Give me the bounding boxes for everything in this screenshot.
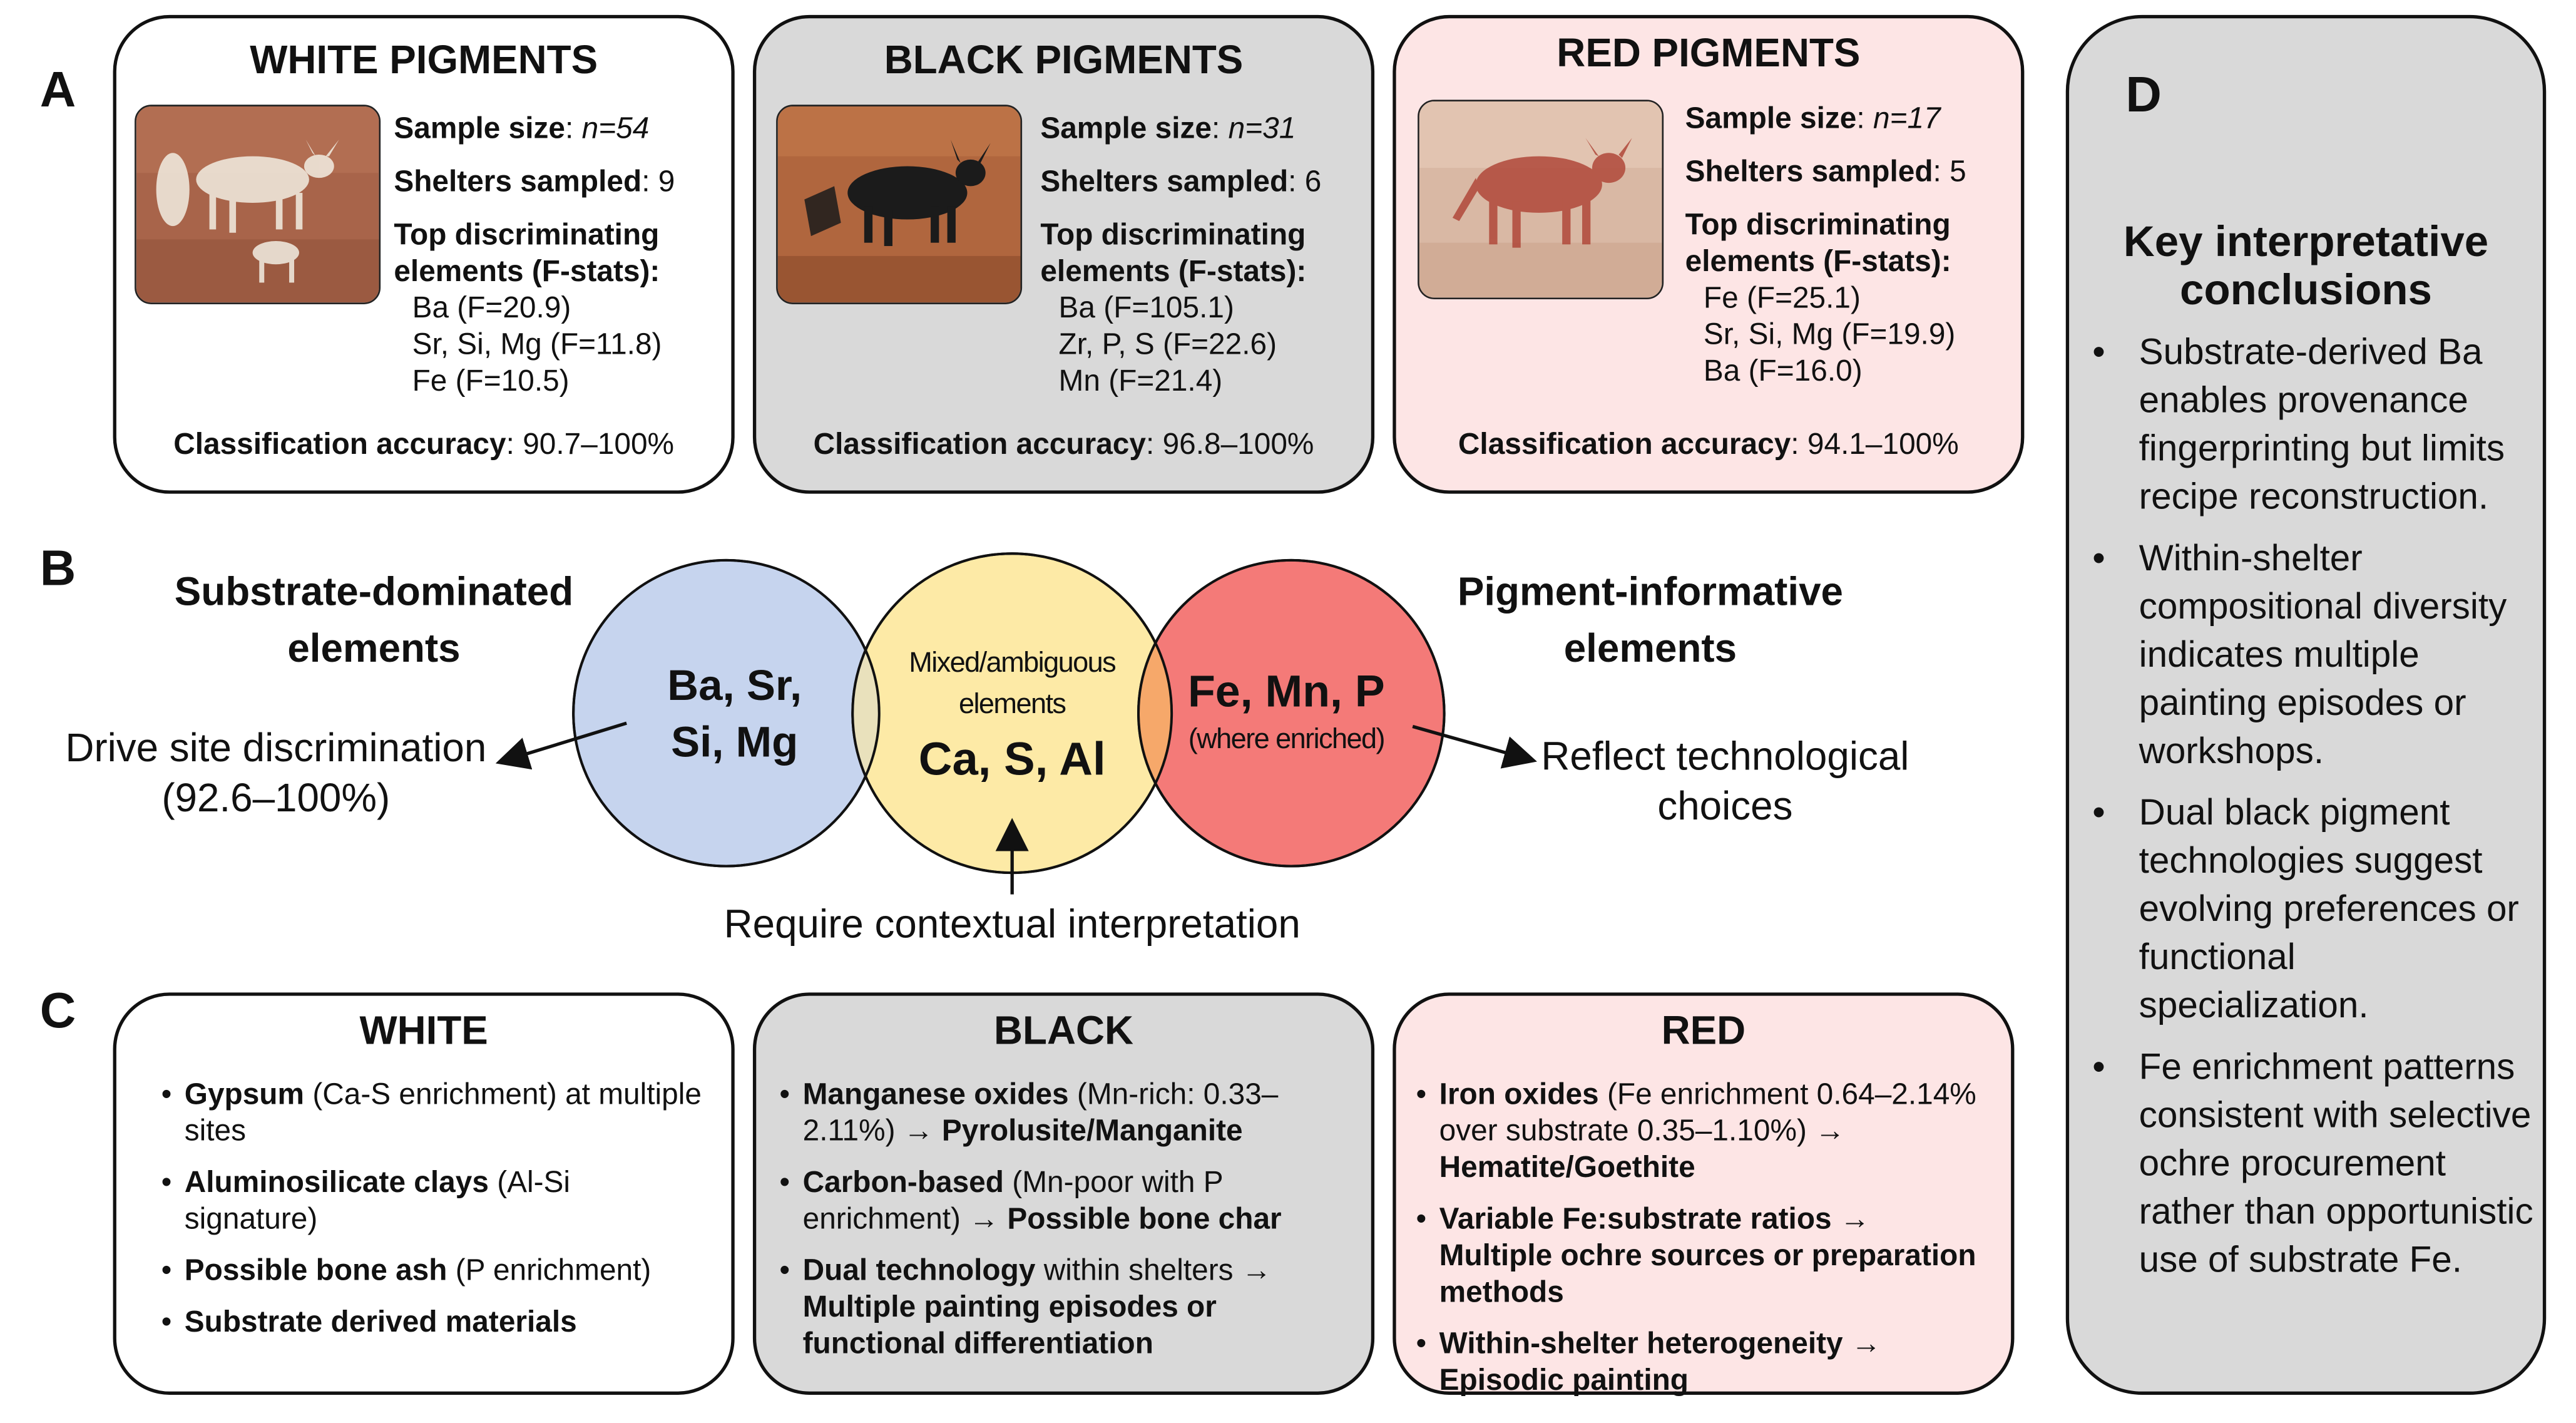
- list-item: Within-shelter compositional diversity i…: [2069, 533, 2535, 774]
- element-stat: Mn (F=21.4): [1058, 364, 1223, 398]
- element-stat: Ba (F=20.9): [412, 290, 571, 324]
- card-title: WHITE PIGMENTS: [250, 38, 598, 83]
- list-item: Dual technology within shelters → Multip…: [779, 1252, 1327, 1362]
- red-pigments-card: RED PIGMENTS Sample size: n=17 Shelters …: [1393, 14, 2025, 494]
- red-pigment-stats: Sample size: n=17 Shelters sampled: 5 To…: [1685, 100, 1966, 389]
- arrow-right: [1412, 724, 1537, 769]
- substrate-dominated-heading: Substrate-dominated elements: [174, 570, 574, 672]
- shelters-label: Shelters sampled: [394, 164, 642, 198]
- mixed-elements: Ca, S, Al: [918, 733, 1106, 785]
- list-item: Fe enrichment patterns consistent with s…: [2069, 1042, 2535, 1283]
- red-materials-card: RED Iron oxides (Fe enrichment 0.64–2.14…: [1393, 992, 2015, 1397]
- white-materials-card: WHITE Gypsum (Ca-S enrichment) at multip…: [113, 992, 735, 1395]
- panel-label-b: B: [39, 542, 76, 597]
- list-item: Variable Fe:substrate ratios → Multiple …: [1416, 1200, 1981, 1310]
- sample-size-value: n=54: [581, 111, 650, 145]
- conclusions-title: Key interpretative conclusions: [2123, 216, 2489, 314]
- element-stat: Sr, Si, Mg (F=11.8): [412, 327, 662, 361]
- black-materials-list: Manganese oxides (Mn-rich: 0.33–2.11%) →…: [779, 1076, 1327, 1377]
- list-item: Manganese oxides (Mn-rich: 0.33–2.11%) →…: [779, 1076, 1327, 1149]
- white-cattle-rock-art-image: [135, 105, 381, 304]
- list-item: Iron oxides (Fe enrichment 0.64–2.14% ov…: [1416, 1076, 1981, 1185]
- card-title: WHITE: [359, 1009, 488, 1054]
- list-item: Dual black pigment technologies suggest …: [2069, 788, 2535, 1029]
- list-item: Substrate-derived Ba enables provenance …: [2069, 327, 2535, 520]
- substrate-elements: Ba, Sr, Si, Mg: [667, 660, 802, 767]
- sample-size-value: n=17: [1873, 101, 1941, 135]
- sample-size-label: Sample size: [1685, 101, 1857, 135]
- list-item: Substrate derived materials: [161, 1303, 710, 1340]
- element-stat: Ba (F=105.1): [1058, 290, 1234, 324]
- top-elements-label-2: elements (F-stats):: [394, 254, 660, 288]
- list-item: Within-shelter heterogeneity → Episodic …: [1416, 1325, 1981, 1398]
- element-stat: Sr, Si, Mg (F=19.9): [1703, 317, 1956, 351]
- element-stat: Zr, P, S (F=22.6): [1058, 327, 1277, 361]
- card-title: BLACK: [993, 1009, 1134, 1054]
- card-title: RED PIGMENTS: [1556, 31, 1861, 77]
- black-materials-card: BLACK Manganese oxides (Mn-rich: 0.33–2.…: [752, 992, 1375, 1395]
- element-stat: Ba (F=16.0): [1703, 354, 1863, 388]
- classification-accuracy: Classification accuracy: 94.1–100%: [1458, 427, 1959, 461]
- mixed-elements-label: Mixed/ambiguous elements: [909, 646, 1117, 720]
- list-item: Possible bone ash (P enrichment): [161, 1252, 710, 1288]
- arrow-left: [495, 721, 627, 770]
- shelters-value: 9: [658, 164, 675, 198]
- black-pigment-stats: Sample size: n=31 Shelters sampled: 6 To…: [1040, 110, 1321, 399]
- top-elements-label-2: elements (F-stats):: [1685, 244, 1951, 278]
- white-pigment-stats: Sample size: n=54 Shelters sampled: 9 To…: [394, 110, 675, 399]
- contextual-interpretation-note: Require contextual interpretation: [723, 902, 1301, 948]
- drive-site-discrimination-note: Drive site discrimination (92.6–100%): [65, 726, 487, 821]
- shelters-label: Shelters sampled: [1040, 164, 1289, 198]
- key-conclusions-card: D Key interpretative conclusions Substra…: [2065, 14, 2547, 1395]
- pigment-elements: Fe, Mn, P (where enriched): [1187, 666, 1386, 755]
- pigment-informative-heading: Pigment-informative elements: [1457, 570, 1843, 672]
- red-bull-rock-art-image: [1418, 100, 1664, 299]
- shelters-value: 6: [1304, 164, 1322, 198]
- top-elements-label: Top discriminating: [1040, 217, 1306, 251]
- white-materials-list: Gypsum (Ca-S enrichment) at multiple sit…: [161, 1076, 710, 1355]
- top-elements-label: Top discriminating: [394, 217, 660, 251]
- black-bull-rock-art-image: [776, 105, 1023, 304]
- black-pigments-card: BLACK PIGMENTS Sample size: n=31 Shelter…: [752, 14, 1375, 494]
- top-elements-label: Top discriminating: [1685, 207, 1951, 242]
- element-stat: Fe (F=10.5): [412, 364, 570, 398]
- sample-size-label: Sample size: [1040, 111, 1212, 145]
- classification-accuracy: Classification accuracy: 90.7–100%: [173, 427, 675, 461]
- element-stat: Fe (F=25.1): [1703, 280, 1861, 314]
- technological-choices-note: Reflect technological choices: [1541, 734, 1909, 830]
- shelters-label: Shelters sampled: [1685, 154, 1933, 188]
- list-item: Carbon-based (Mn-poor with P enrichment)…: [779, 1164, 1327, 1237]
- shelters-value: 5: [1950, 154, 1966, 188]
- sample-size-label: Sample size: [394, 111, 566, 145]
- card-title: BLACK PIGMENTS: [884, 38, 1244, 83]
- list-item: Gypsum (Ca-S enrichment) at multiple sit…: [161, 1076, 710, 1149]
- sample-size-value: n=31: [1228, 111, 1296, 145]
- red-materials-list: Iron oxides (Fe enrichment 0.64–2.14% ov…: [1416, 1076, 1981, 1413]
- list-item: Aluminosilicate clays (Al-Si signature): [161, 1164, 710, 1237]
- panel-label-a: A: [39, 63, 76, 118]
- panel-label-c: C: [39, 984, 76, 1039]
- panel-label-d: D: [2125, 68, 2162, 123]
- classification-accuracy: Classification accuracy: 96.8–100%: [813, 427, 1314, 461]
- conclusions-list: Substrate-derived Ba enables provenance …: [2069, 327, 2535, 1297]
- white-pigments-card: WHITE PIGMENTS Sample size: n=54: [113, 14, 735, 494]
- top-elements-label-2: elements (F-stats):: [1040, 254, 1307, 288]
- card-title: RED: [1661, 1009, 1746, 1054]
